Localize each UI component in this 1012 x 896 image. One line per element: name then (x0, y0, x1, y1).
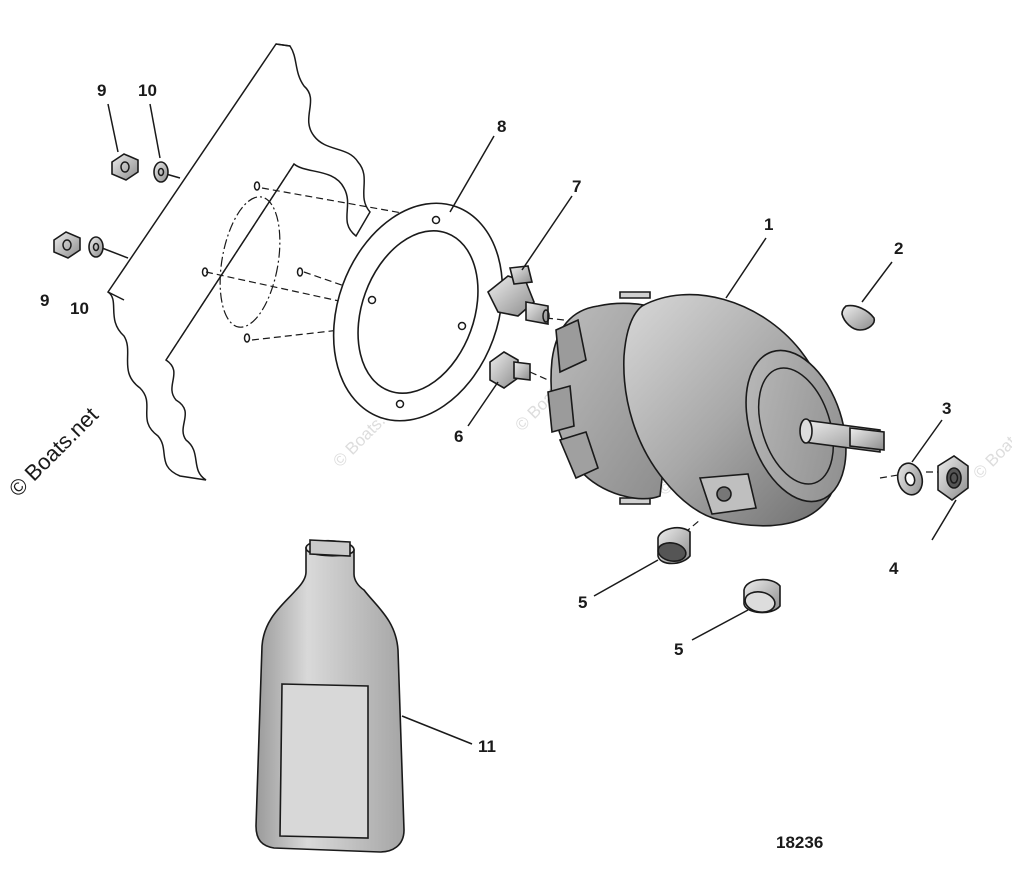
leader-lines (107, 103, 957, 745)
part-8-gasket (332, 202, 504, 422)
callout-9-upper: 9 (97, 81, 106, 100)
callout-3: 3 (942, 399, 951, 418)
part-5-plug-upper (657, 526, 691, 565)
part-9-nut-lower (53, 231, 81, 259)
callout-7: 7 (572, 177, 581, 196)
callout-labels: 1 2 3 4 5 5 6 7 8 9 9 10 10 11 (40, 81, 951, 756)
callout-6: 6 (454, 427, 463, 446)
callout-11: 11 (478, 737, 496, 756)
part-6-fitting (489, 351, 531, 389)
alignment-lines (101, 173, 940, 541)
callout-10-upper: 10 (138, 81, 157, 100)
boats-net-watermark: © Boats.net (4, 402, 103, 501)
part-3-washer (896, 462, 924, 496)
callout-10-lower: 10 (70, 299, 89, 318)
callout-8: 8 (497, 117, 506, 136)
callout-1: 1 (764, 215, 773, 234)
part-9-nut-upper (111, 153, 139, 181)
part-5-plug-lower (743, 578, 781, 614)
callout-5-lower: 5 (674, 640, 683, 659)
callout-5-upper: 5 (578, 593, 587, 612)
part-10-washer-upper (153, 161, 169, 183)
part-1-motor (547, 291, 885, 527)
part-2-key (841, 304, 876, 331)
callout-4: 4 (889, 559, 899, 578)
part-7-elbow-fitting (486, 265, 550, 325)
part-11-bottle (255, 539, 405, 853)
part-10-washer-lower (88, 236, 104, 258)
part-4-nut (937, 455, 969, 501)
callout-9-lower: 9 (40, 291, 49, 310)
faint-watermark-4: © Boats.net (969, 406, 1012, 483)
figure-number: 18236 (776, 833, 823, 852)
callout-2: 2 (894, 239, 903, 258)
transom-panel (106, 43, 371, 481)
